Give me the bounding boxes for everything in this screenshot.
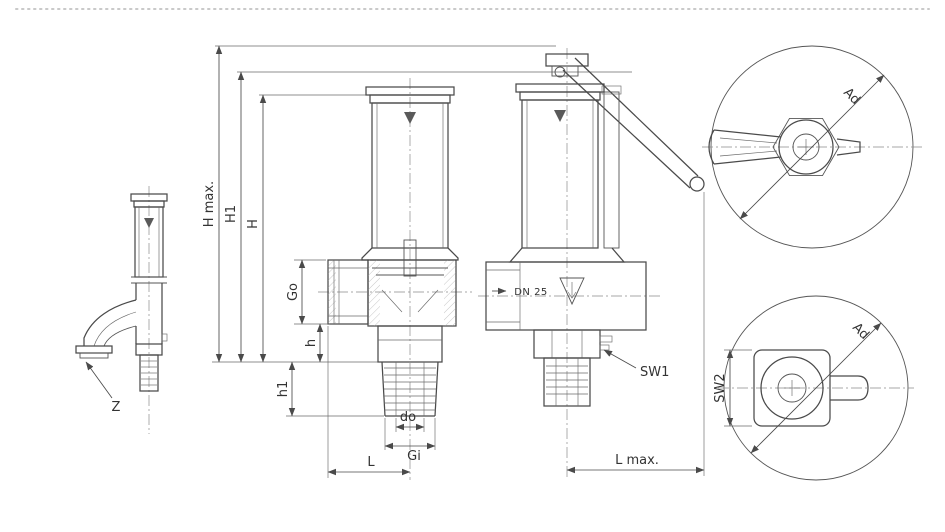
- dim-label-l: L: [367, 455, 375, 470]
- nominal-size-label: DN 25: [514, 287, 548, 298]
- detail-top-circle: Ad: [702, 45, 922, 249]
- brand-mark-icon: [554, 110, 566, 122]
- dim-label-z: Z: [112, 400, 121, 415]
- dim-label-ad-bottom: Ad: [849, 320, 872, 343]
- dim-label-h-body: h: [304, 339, 319, 347]
- dim-label-l-max: L max.: [615, 453, 659, 468]
- brand-shield-icon: [559, 277, 585, 306]
- dim-label-ad-top: Ad: [840, 85, 863, 108]
- dim-label-go: Go: [286, 283, 301, 301]
- dim-label-gi: Gi: [407, 449, 421, 464]
- right-valve-lever-view: DN 25 SW1 L max.: [478, 48, 705, 480]
- height-dimensions: H max. H1 H: [202, 45, 632, 363]
- dim-label-h1-thread: h1: [276, 381, 291, 398]
- dim-label-h-max: H max.: [202, 181, 217, 227]
- dim-label-do: do: [400, 410, 416, 425]
- brand-mark-icon: [144, 218, 154, 228]
- dim-label-sw1: SW1: [640, 365, 669, 380]
- center-valve-section-view: [318, 78, 472, 480]
- brand-mark-icon: [404, 112, 416, 124]
- dim-label-h1: H1: [224, 205, 239, 223]
- left-valve-side-view: Z: [75, 186, 168, 434]
- center-valve-dimensions: Go h h1 do Gi L: [276, 259, 436, 478]
- detail-bottom-circle: SW2 Ad: [713, 295, 914, 481]
- dim-label-h: H: [246, 219, 261, 229]
- dim-label-sw2: SW2: [713, 373, 728, 402]
